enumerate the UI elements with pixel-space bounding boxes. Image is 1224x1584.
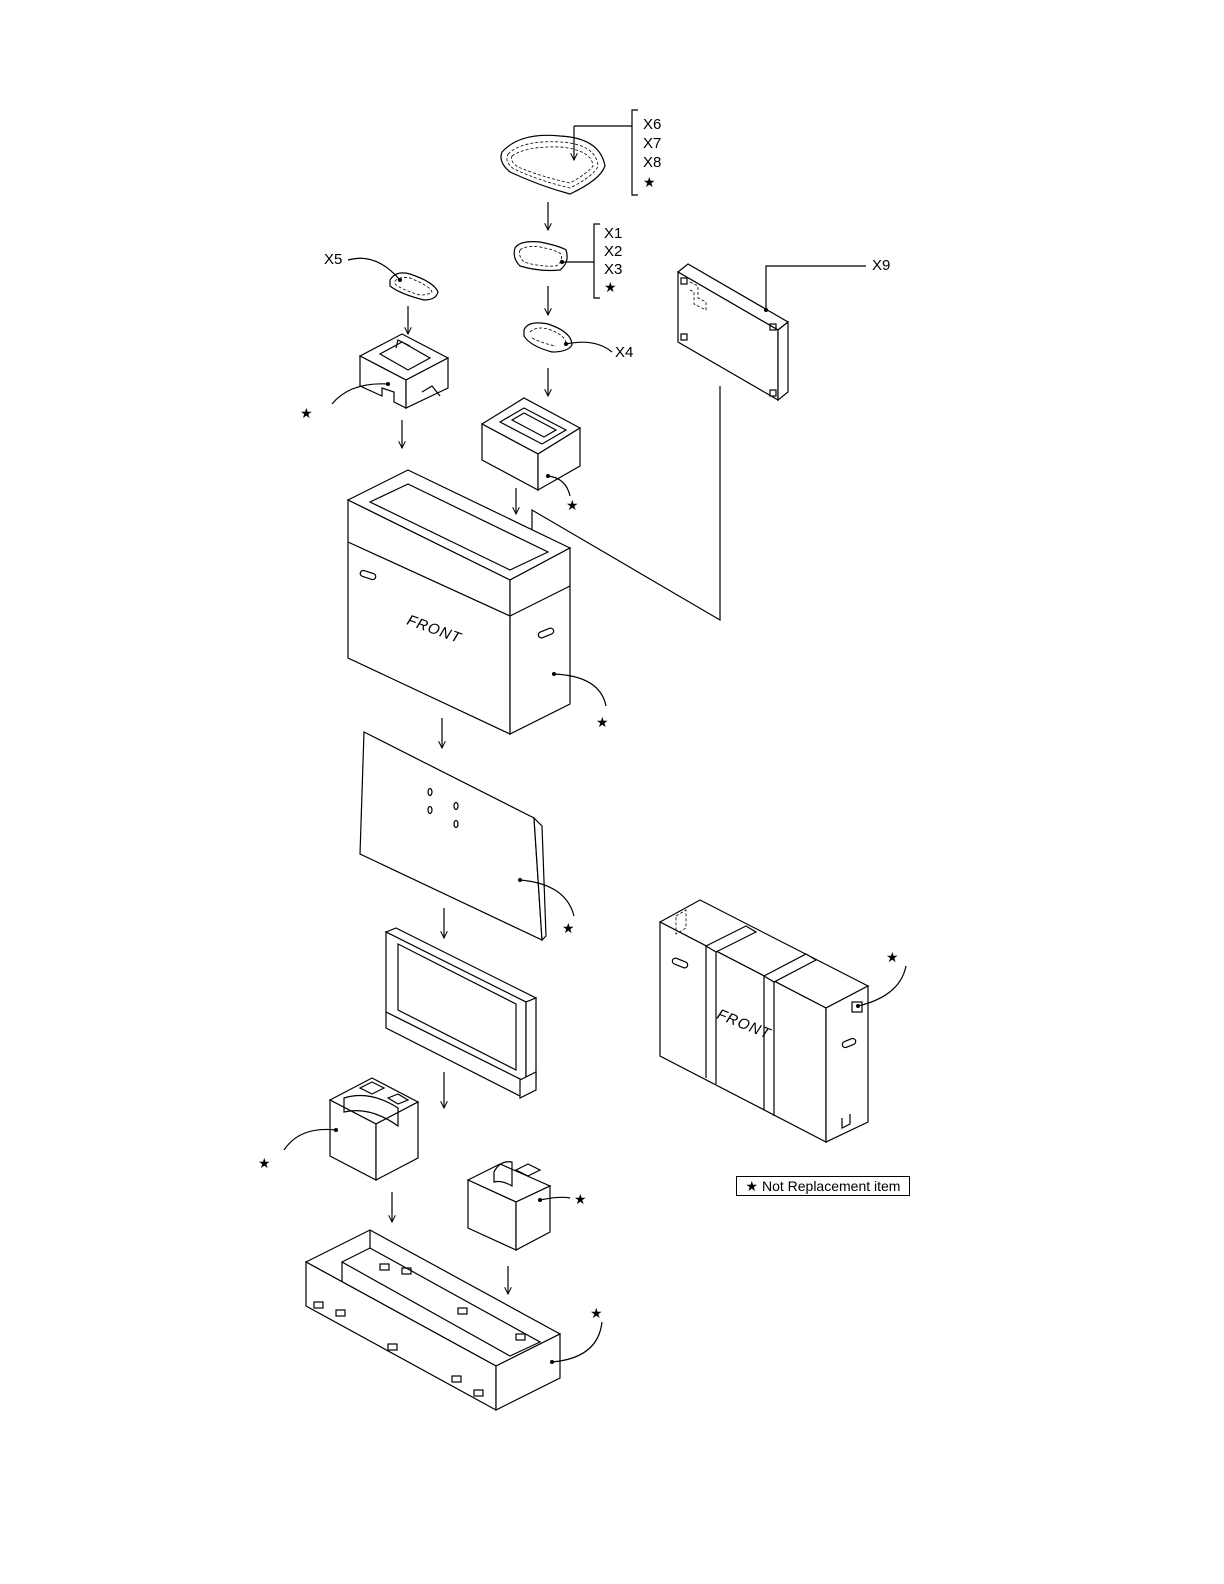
star-marker: ★ — [566, 497, 579, 513]
label-x6: X6 — [643, 116, 661, 133]
label-x3: X3 — [604, 261, 622, 278]
protective-sheet — [360, 732, 574, 940]
star-marker: ★ — [604, 279, 617, 295]
star-marker: ★ — [258, 1155, 271, 1171]
assembled-package — [660, 900, 906, 1142]
label-x7: X7 — [643, 135, 661, 152]
label-x1: X1 — [604, 225, 622, 242]
top-right-cushion — [482, 398, 580, 496]
bottom-right-cushion — [468, 1162, 570, 1250]
cushion-x4 — [524, 323, 612, 352]
star-marker: ★ — [886, 949, 899, 965]
legend-not-replacement: ★ Not Replacement item — [736, 1176, 910, 1196]
bracket-x1-x3 — [562, 224, 600, 298]
star-marker: ★ — [300, 405, 313, 421]
star-marker: ★ — [562, 920, 575, 936]
label-x5: X5 — [324, 251, 342, 268]
label-x8: X8 — [643, 154, 661, 171]
star-marker: ★ — [590, 1305, 603, 1321]
star-marker: ★ — [596, 714, 609, 730]
protective-panel-x9 — [678, 264, 866, 400]
star-marker: ★ — [574, 1191, 587, 1207]
accessory-bag — [501, 135, 605, 194]
top-left-cushion — [332, 334, 448, 408]
label-x9: X9 — [872, 257, 890, 274]
tv-unit — [386, 928, 536, 1098]
label-x2: X2 — [604, 243, 622, 260]
star-marker: ★ — [643, 174, 656, 190]
label-x4: X4 — [615, 344, 633, 361]
bottom-left-cushion — [284, 1078, 418, 1180]
accessory-x5 — [348, 258, 438, 300]
small-accessory-bag — [514, 242, 567, 271]
bottom-tray — [306, 1230, 602, 1410]
